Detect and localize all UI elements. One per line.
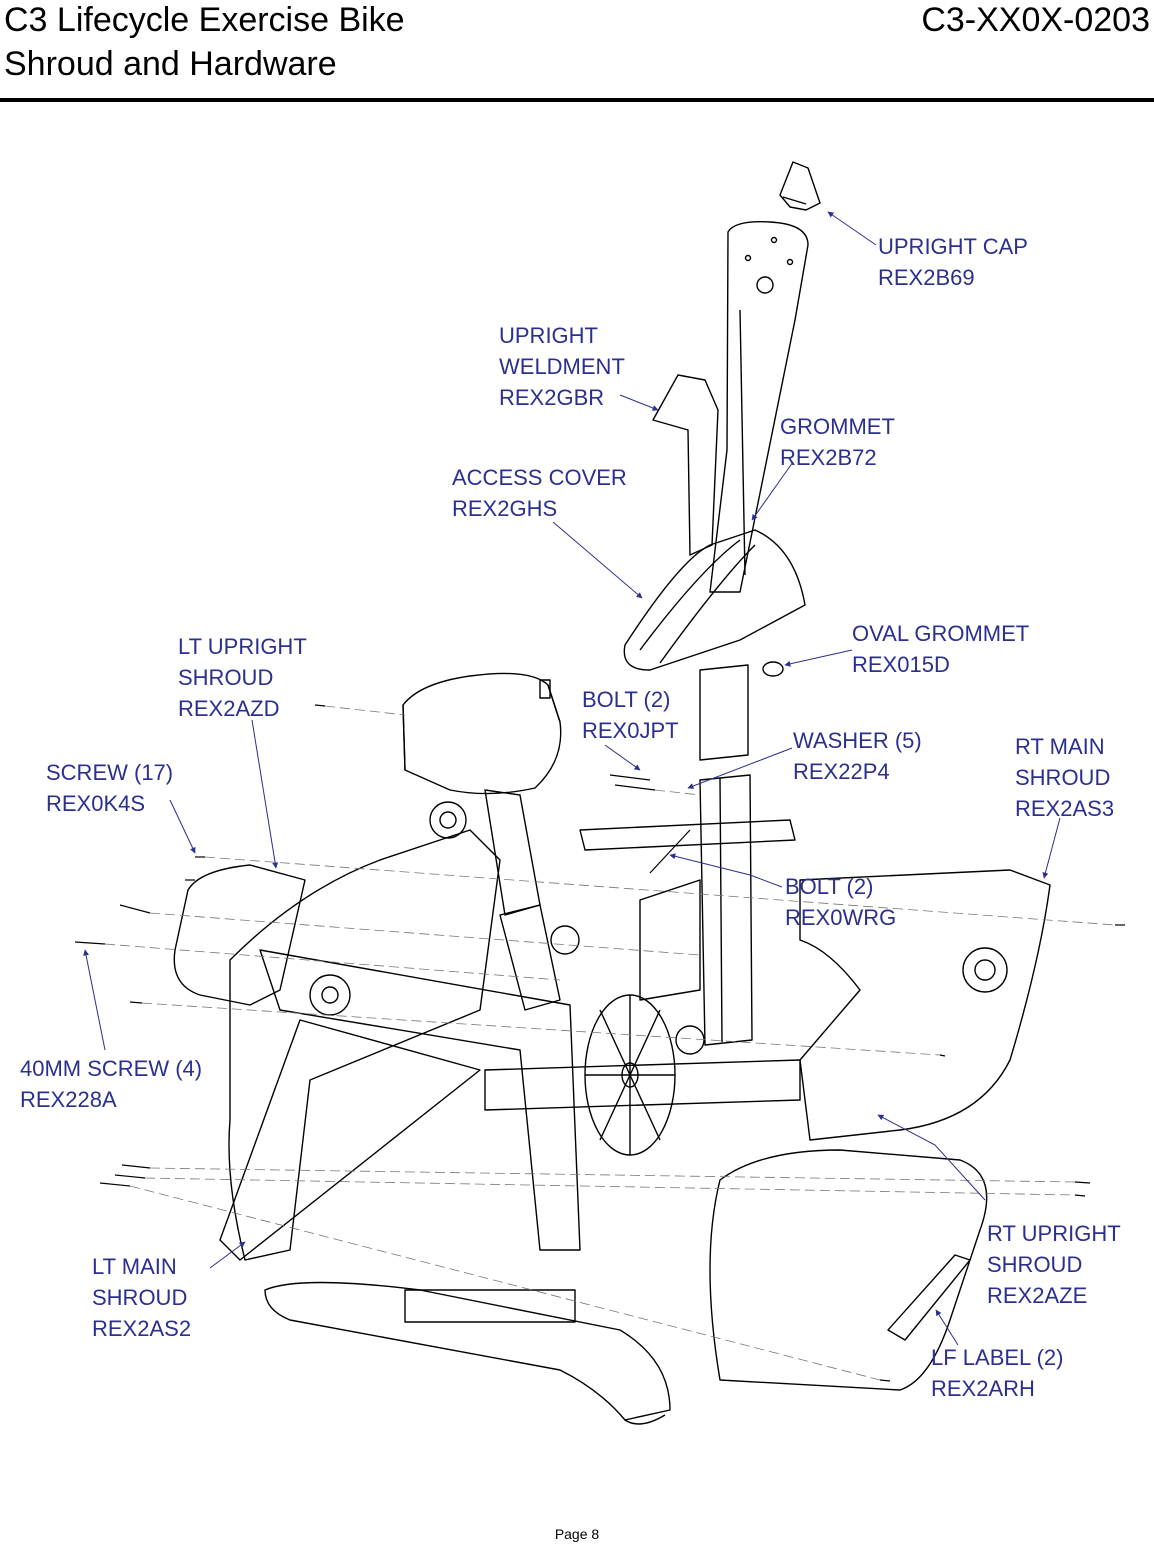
callout-40mm-screw-name: 40MM SCREW (4) — [20, 1056, 203, 1081]
leader-lt-upright-shroud — [251, 719, 279, 869]
callout-bolt-wrg-code: REX0WRG — [785, 905, 897, 930]
callout-bolt-jpt-name: BOLT (2) — [582, 687, 671, 712]
callout-rt-upright-shroud-name-1: RT UPRIGHT — [987, 1221, 1121, 1246]
callout-lt-upright-shroud-code: REX2AZD — [178, 696, 280, 721]
seat-part — [402, 672, 562, 795]
callout-upright-cap-name: UPRIGHT CAP — [878, 234, 1028, 259]
callout-lf-label: LF LABEL (2) REX2ARH — [931, 1342, 1063, 1404]
callout-oval-grommet-name: OVAL GROMMET — [852, 621, 1030, 646]
leader-upright-weldment — [619, 394, 659, 411]
callout-access-cover: ACCESS COVER REX2GHS — [452, 462, 627, 524]
callout-lf-label-name: LF LABEL (2) — [931, 1345, 1064, 1370]
callout-rt-main-shroud-code: REX2AS3 — [1015, 796, 1115, 821]
callout-lt-upright-shroud: LT UPRIGHT SHROUD REX2AZD — [178, 631, 307, 724]
oval-grommet-part — [762, 661, 784, 677]
callout-washer-code: REX22P4 — [793, 759, 890, 784]
leader-bolt-jpt — [604, 744, 641, 771]
leader-washer — [687, 747, 793, 789]
callout-grommet-name: GROMMET — [780, 414, 895, 439]
leader-rt-main-shroud — [1042, 817, 1061, 879]
header-rule — [0, 98, 1154, 102]
leader-screw — [169, 799, 196, 854]
callout-rt-main-shroud: RT MAIN SHROUD REX2AS3 — [1015, 731, 1114, 824]
rt-main-shroud-part — [799, 869, 1051, 1141]
callout-upright-weldment-name-2: WELDMENT — [499, 354, 625, 379]
callout-rt-upright-shroud-name-2: SHROUD — [987, 1252, 1083, 1277]
callout-bolt-jpt: BOLT (2) REX0JPT — [582, 684, 679, 746]
callout-access-cover-name: ACCESS COVER — [452, 465, 627, 490]
page-number: Page 8 — [554, 1526, 600, 1542]
callout-upright-cap-code: REX2B69 — [878, 265, 975, 290]
callout-lt-main-shroud-name-1: LT MAIN — [92, 1254, 177, 1279]
callout-rt-main-shroud-name-1: RT MAIN — [1015, 734, 1105, 759]
leader-upright-cap — [827, 211, 877, 246]
callout-screw-name: SCREW (17) — [46, 760, 174, 785]
leader-access-cover — [552, 521, 643, 599]
callout-upright-weldment-name-1: UPRIGHT — [499, 323, 598, 348]
lt-main-shroud-part — [228, 829, 501, 1261]
callout-40mm-screw: 40MM SCREW (4) REX228A — [20, 1053, 202, 1115]
callout-grommet-code: REX2B72 — [780, 445, 877, 470]
callout-rt-main-shroud-name-2: SHROUD — [1015, 765, 1111, 790]
callout-washer-name: WASHER (5) — [793, 728, 922, 753]
callout-lt-main-shroud-code: REX2AS2 — [92, 1316, 192, 1341]
callout-lt-upright-shroud-name-1: LT UPRIGHT — [178, 634, 307, 659]
callout-lt-main-shroud-name-2: SHROUD — [92, 1285, 188, 1310]
front-stabilizer-part — [264, 1281, 671, 1421]
lf-label-part — [887, 1254, 971, 1341]
upright-weldment-part — [709, 221, 809, 593]
access-cover-part — [623, 529, 806, 671]
callout-lt-main-shroud: LT MAIN SHROUD REX2AS2 — [92, 1251, 191, 1344]
callout-bolt-wrg-name: BOLT (2) — [785, 874, 874, 899]
callout-washer: WASHER (5) REX22P4 — [793, 725, 922, 787]
callout-access-cover-code: REX2GHS — [452, 496, 558, 521]
callout-40mm-screw-code: REX228A — [20, 1087, 117, 1112]
lt-upright-shroud-part — [173, 864, 306, 1006]
callout-bolt-wrg: BOLT (2) REX0WRG — [785, 871, 896, 933]
callout-upright-cap: UPRIGHT CAP REX2B69 — [878, 231, 1028, 293]
callout-grommet: GROMMET REX2B72 — [780, 411, 895, 473]
rt-upright-shroud-part — [709, 1149, 988, 1391]
leader-lt-main-shroud — [209, 1241, 246, 1269]
callout-upright-weldment: UPRIGHT WELDMENT REX2GBR — [499, 320, 625, 413]
title-line-2: Shroud and Hardware — [4, 45, 337, 83]
leader-oval-grommet — [784, 649, 853, 667]
leader-rt-upright-shroud — [877, 1114, 986, 1201]
leader-grommet — [751, 461, 794, 521]
leader-40mm-screw — [83, 949, 106, 1051]
callout-rt-upright-shroud-code: REX2AZE — [987, 1283, 1088, 1308]
part-number: C3-XX0X-0203 — [921, 1, 1150, 39]
callout-lf-label-code: REX2ARH — [931, 1376, 1035, 1401]
upright-cap-part — [779, 161, 821, 211]
leader-lf-label — [935, 1309, 959, 1346]
callout-screw: SCREW (17) REX0K4S — [46, 757, 173, 819]
callout-rt-upright-shroud: RT UPRIGHT SHROUD REX2AZE — [987, 1218, 1121, 1311]
callout-lt-upright-shroud-name-2: SHROUD — [178, 665, 274, 690]
leader-bolt-wrg — [669, 853, 783, 888]
callout-bolt-jpt-code: REX0JPT — [582, 718, 679, 743]
title-line-1: C3 Lifecycle Exercise Bike — [4, 1, 405, 39]
callout-screw-code: REX0K4S — [46, 791, 146, 816]
callout-oval-grommet: OVAL GROMMET REX015D — [852, 618, 1029, 680]
callout-upright-weldment-code: REX2GBR — [499, 385, 605, 410]
callout-oval-grommet-code: REX015D — [852, 652, 950, 677]
